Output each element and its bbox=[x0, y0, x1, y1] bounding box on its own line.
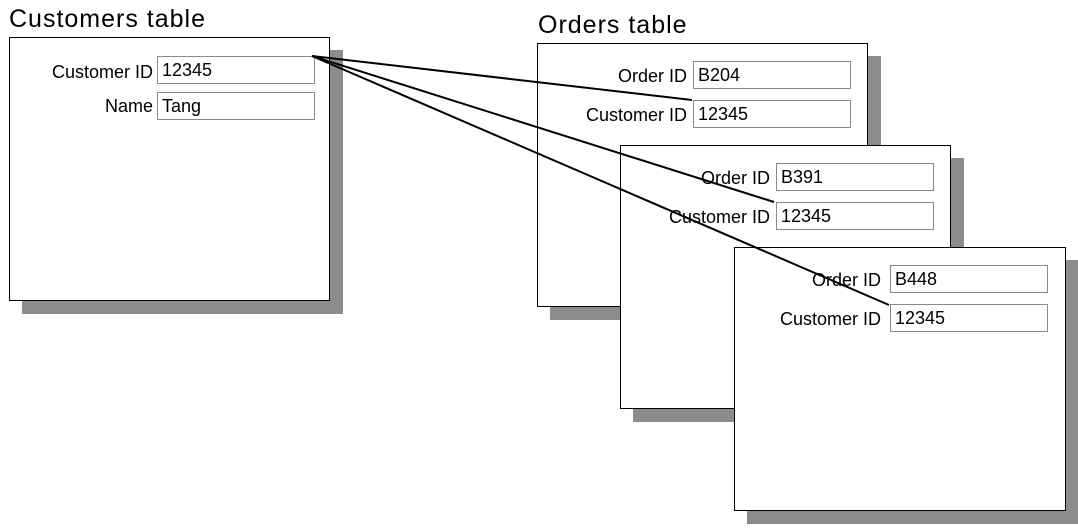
order-id-field: B391 bbox=[776, 163, 934, 191]
order-id-label: Order ID bbox=[617, 66, 687, 86]
customers-table-title: Customers table bbox=[9, 5, 207, 33]
customer-name-field: Tang bbox=[157, 92, 315, 120]
order-customer-id-field: 12345 bbox=[693, 100, 851, 128]
order-customer-id-field: 12345 bbox=[776, 202, 934, 230]
customer-id-field: 12345 bbox=[157, 56, 315, 84]
orders-table-title: Orders table bbox=[538, 11, 688, 39]
customers-record-card: Customer ID 12345 Name Tang bbox=[9, 37, 330, 301]
order-id-field: B448 bbox=[890, 265, 1048, 293]
customer-name-label: Name bbox=[104, 96, 153, 116]
order-customer-id-label: Customer ID bbox=[779, 309, 881, 329]
order-record-card-3: Order ID B448 Customer ID 12345 bbox=[734, 247, 1066, 511]
customer-id-label: Customer ID bbox=[51, 62, 153, 82]
order-id-label: Order ID bbox=[700, 168, 770, 188]
order-id-label: Order ID bbox=[811, 270, 881, 290]
order-customer-id-label: Customer ID bbox=[668, 207, 770, 227]
order-id-field: B204 bbox=[693, 61, 851, 89]
order-customer-id-field: 12345 bbox=[890, 304, 1048, 332]
order-customer-id-label: Customer ID bbox=[585, 105, 687, 125]
